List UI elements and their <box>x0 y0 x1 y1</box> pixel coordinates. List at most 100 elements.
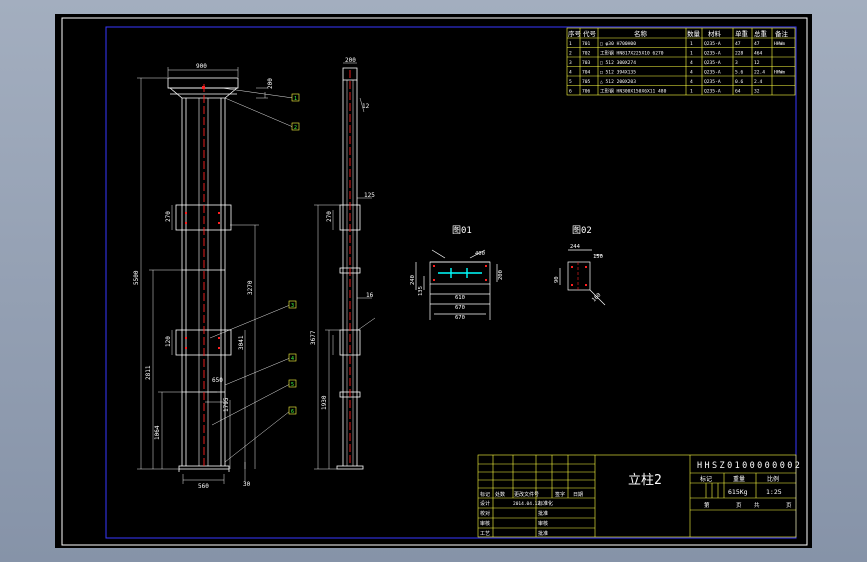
sign-change-doc: 更改文件号 <box>514 491 539 498</box>
title-block-text: HHSZ0100000002 立柱2 标记 重量 比例 615Kg 1:25 第… <box>480 461 802 537</box>
bom-cell-r4-c5: 0.6 <box>735 79 744 85</box>
dim-side-top: 200 <box>345 57 356 64</box>
dim-d1: 270 <box>165 211 172 222</box>
dim-side-h1: 3677 <box>310 330 317 345</box>
bom-cell-r3-c3: 4 <box>690 70 693 76</box>
label-scale: 比例 <box>767 475 779 483</box>
bom-cell-r3-c4: Q235-A <box>704 70 721 76</box>
role-standard: 标准化 <box>538 500 553 507</box>
bom-header: 序号 代号 名称 数量 材料 单重 总重 备注 <box>568 29 789 38</box>
dim-mid-height: 3270 <box>247 280 254 295</box>
balloon-2-label: 2 <box>294 125 297 131</box>
drawing-number: HHSZ0100000002 <box>697 461 802 471</box>
sign-count: 处数 <box>495 491 505 498</box>
bom-cell-r5-c1: 706 <box>582 89 591 95</box>
bom-cell-r2-c5: 3 <box>735 60 738 66</box>
front-view <box>167 77 239 472</box>
dim-base-thickness: 30 <box>243 481 251 488</box>
bom-h-name: 名称 <box>634 29 648 38</box>
bom-cell-r0-c5: 47 <box>735 41 741 47</box>
bom-cell-r5-c3: 1 <box>690 89 693 95</box>
dim-d3: 3041 <box>238 335 245 350</box>
bom-cell-r1-c1: 702 <box>582 51 591 57</box>
sec02-dim-150: 150 <box>593 254 603 260</box>
bom-cell-r0-c3: 1 <box>690 41 693 47</box>
bom-h-total-weight: 总重 <box>754 29 768 38</box>
leader-lines <box>209 87 294 463</box>
dim-side-h2: 1930 <box>321 395 328 410</box>
side-view <box>336 67 364 470</box>
bom-h-qty: 数量 <box>687 29 701 38</box>
sec01-dim-240: 240 <box>410 275 416 285</box>
balloon-5 <box>288 379 297 388</box>
bom-cell-r1-c3: 1 <box>690 51 693 57</box>
sign-signature: 签字 <box>555 491 565 498</box>
bom-cell-r0-c4: Q235-A <box>704 41 721 47</box>
bom-h-material: 材料 <box>708 29 722 38</box>
balloon-3 <box>288 300 297 309</box>
front-dim-labels: 900 200 5500 3270 2811 1064 270 120 3041… <box>133 63 274 490</box>
bom-cell-r1-c5: 228 <box>735 51 744 57</box>
bom-cell-r5-c6: 32 <box>754 89 760 95</box>
role-approve: 批准 <box>538 510 548 517</box>
balloon-6-label: 6 <box>291 409 294 415</box>
sec01-dim-400: 400 <box>475 251 485 257</box>
front-dimensions <box>137 67 268 484</box>
role-approve-2: 批准 <box>538 530 548 537</box>
sign-date: 日期 <box>573 492 583 498</box>
bom-cell-r2-c4: Q235-A <box>704 60 721 66</box>
bom-cell-r0-c6: 47 <box>754 41 760 47</box>
page-label-total: 共 <box>754 501 760 509</box>
side-dim-labels: 200 12 3677 1930 125 16 270 <box>310 57 375 410</box>
bom-cell-r4-c1: 705 <box>582 79 591 85</box>
bom-cell-r3-c1: 704 <box>582 70 591 76</box>
outer-frame <box>61 17 808 546</box>
dim-top-width: 900 <box>196 63 207 70</box>
balloon-3-label: 3 <box>291 303 294 309</box>
section-02-title: 图02 <box>572 225 592 236</box>
sec02-dim-160: 160 <box>591 292 602 303</box>
sec01-dim-610: 610 <box>455 295 465 301</box>
bom-cell-r3-c5: 5.6 <box>735 70 744 76</box>
sign-mark: 标记 <box>480 491 490 498</box>
dim-side-w2: 16 <box>366 292 374 299</box>
bom-cell-r3-c7: HHWm <box>774 70 785 76</box>
bom-table <box>566 27 796 96</box>
page-label-pages: 页 <box>786 502 792 509</box>
balloon-2 <box>291 122 300 131</box>
side-dimensions <box>314 62 376 470</box>
balloon-5-label: 5 <box>291 382 294 388</box>
dim-d5: 650 <box>212 377 223 384</box>
label-mark: 标记 <box>700 475 712 483</box>
bom-cell-r2-c2: □ 512 300X274 <box>600 60 636 66</box>
balloon-1 <box>291 93 300 102</box>
sec01-dim-670b: 670 <box>455 315 465 321</box>
section-02: 图02 244 150 90 160 <box>554 225 606 306</box>
bom-cell-r5-c0: 6 <box>569 89 572 95</box>
page-label-sheet: 第 <box>704 501 710 509</box>
bom-cell-r3-c2: □ 512 394X135 <box>600 70 636 76</box>
dim-d4: 1795 <box>223 397 230 412</box>
bom-cell-r4-c3: 4 <box>690 79 693 85</box>
dim-side-thickness: 12 <box>362 103 370 110</box>
dim-side-w1: 125 <box>364 192 375 199</box>
role-process: 工艺 <box>480 531 490 537</box>
bom-h-code: 代号 <box>583 29 597 38</box>
bom-cell-r5-c4: Q235-A <box>704 89 721 95</box>
dim-d2: 120 <box>165 336 172 347</box>
scale-value: 1:25 <box>766 488 782 496</box>
balloon-1-label: 1 <box>294 96 297 102</box>
dim-base-width: 560 <box>198 483 209 490</box>
bom-cell-r4-c6: 2.4 <box>754 79 763 85</box>
bom-cell-r0-c1: 701 <box>582 41 591 47</box>
sec01-dim-135: 135 <box>418 286 424 296</box>
section-01-title: 图01 <box>452 225 472 236</box>
role-review: 审核 <box>480 520 490 527</box>
bom-cell-r3-c0: 4 <box>569 70 572 76</box>
bom-cell-r1-c0: 2 <box>569 51 572 57</box>
bom-cell-r2-c3: 4 <box>690 60 693 66</box>
dim-h2: 1064 <box>154 425 161 440</box>
bom-cell-r3-c6: 22.4 <box>754 70 765 76</box>
bom-cell-r1-c2: 工形钢 HN817X225X10 6270 <box>600 50 664 57</box>
